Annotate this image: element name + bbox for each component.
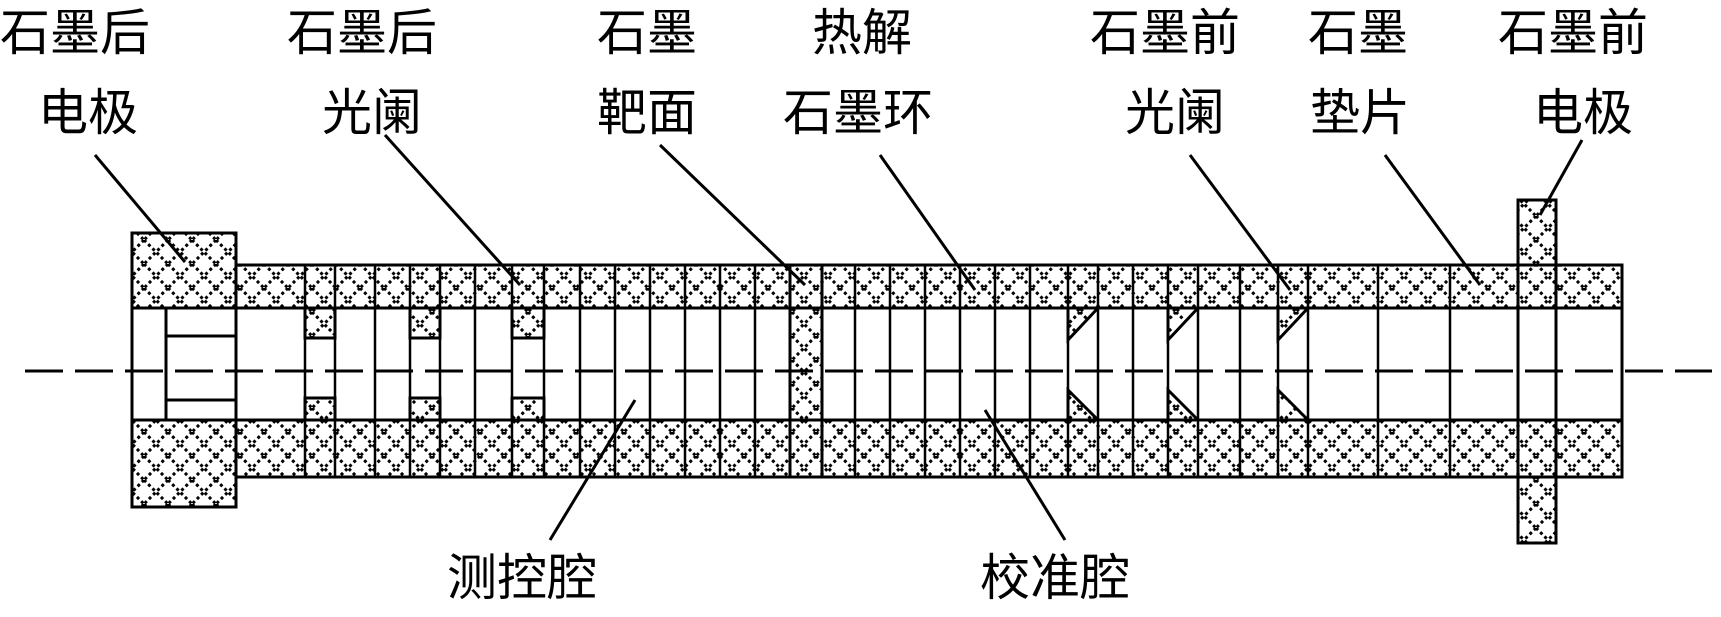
label-measure-cavity: 测控腔 (447, 549, 597, 607)
rear-aperture-block-3 (510, 306, 546, 340)
rear-electrode-bore-inner (164, 334, 238, 402)
leader-front-aperture (1188, 154, 1292, 291)
rear-aperture-block-1 (303, 306, 337, 340)
label-target-surface-1: 石墨 (597, 4, 697, 62)
label-rear-electrode-2: 电极 (38, 84, 138, 142)
label-rear-aperture-1: 石墨后 (287, 4, 437, 62)
tube-bottom-wall (234, 418, 1624, 479)
leader-lines (93, 133, 1584, 541)
label-front-aperture-2: 光阑 (1125, 84, 1225, 142)
label-rear-aperture-2: 光阑 (322, 84, 422, 142)
front-electrode-bore (1516, 306, 1558, 422)
rear-aperture-block-2 (408, 306, 442, 340)
label-front-aperture-1: 石墨前 (1090, 4, 1240, 62)
label-spacer-2: 垫片 (1310, 84, 1410, 142)
leader-measure-cavity (548, 399, 637, 541)
labels: 石墨后 电极 石墨后 光阑 石墨 靶面 热解 石墨环 石墨前 光阑 石墨 垫片 … (0, 4, 1648, 607)
leader-spacer (1383, 154, 1482, 286)
leader-rear-aperture (383, 133, 522, 287)
leader-target-surface (658, 143, 807, 287)
label-rear-electrode-1: 石墨后 (0, 4, 150, 62)
label-front-electrode-2: 电极 (1533, 84, 1633, 142)
label-pyrolytic-ring-2: 石墨环 (783, 84, 933, 142)
tube-inner (234, 306, 1624, 422)
label-front-electrode-1: 石墨前 (1498, 4, 1648, 62)
graphite-structure (130, 198, 1624, 545)
label-target-surface-2: 靶面 (597, 84, 697, 142)
tube-top-wall (234, 263, 1624, 310)
leader-front-electrode (1538, 139, 1584, 216)
leader-rear-electrode (93, 154, 187, 263)
label-calib-cavity: 校准腔 (980, 549, 1130, 607)
label-spacer-1: 石墨 (1308, 4, 1408, 62)
leader-pyrolytic-ring (878, 154, 977, 291)
leader-calib-cavity (983, 409, 1067, 541)
label-pyrolytic-ring-1: 热解 (812, 4, 912, 62)
